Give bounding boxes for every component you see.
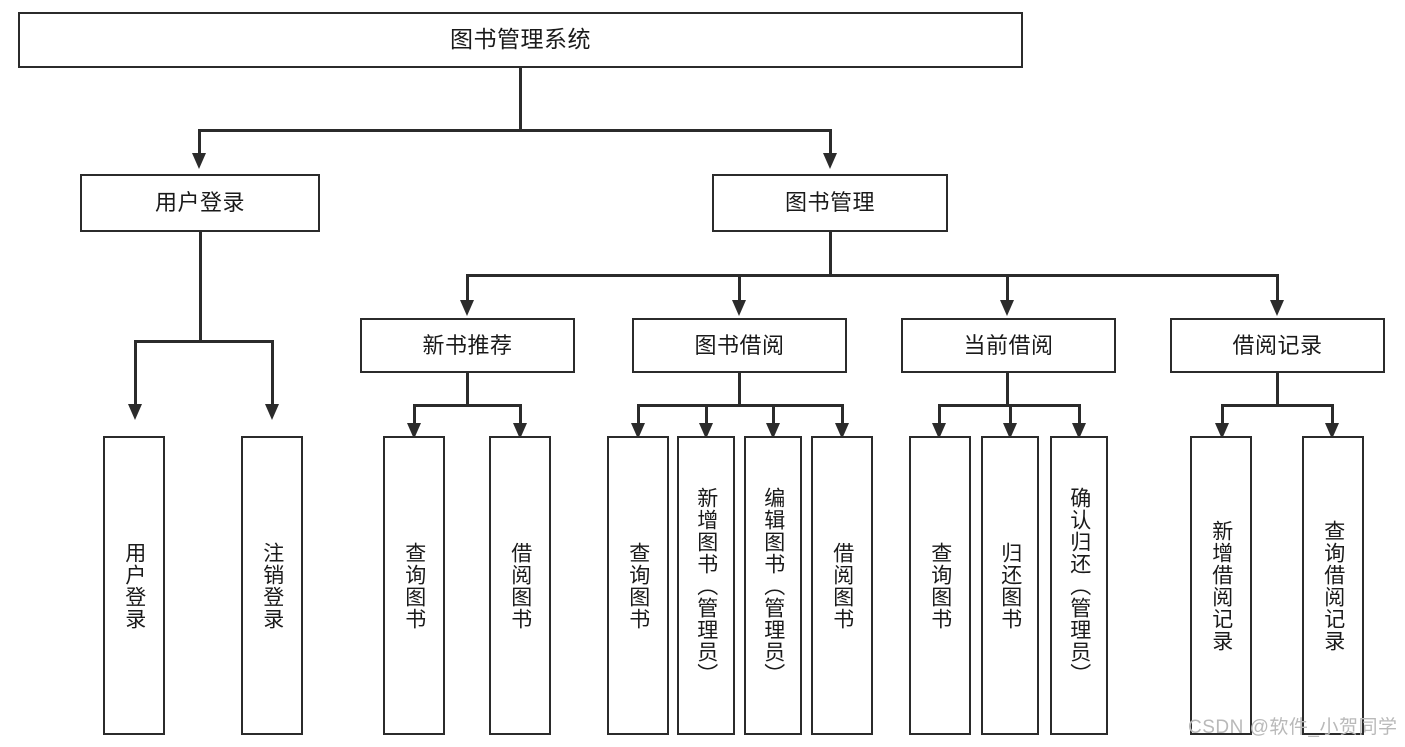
arrowhead-icon bbox=[1215, 423, 1229, 439]
edge-borrow-record-drop-2 bbox=[1331, 404, 1334, 426]
node-label: 归还图书 bbox=[998, 541, 1022, 630]
edge-root-bus bbox=[198, 129, 832, 132]
node-label: 查询图书 bbox=[626, 541, 650, 630]
arrowhead-icon bbox=[699, 423, 713, 439]
leaf-current-return-book[interactable]: 归还图书 bbox=[981, 436, 1039, 735]
edge-to-leaf-logout bbox=[271, 340, 274, 406]
arrowhead-icon bbox=[513, 423, 527, 439]
node-label: 图书借阅 bbox=[694, 332, 785, 358]
node-label: 新增借阅记录 bbox=[1209, 519, 1233, 652]
edge-new-book-drop-2 bbox=[519, 404, 522, 426]
edge-root-stem bbox=[519, 68, 522, 130]
edge-book-mgmt-stem bbox=[829, 232, 832, 276]
node-label: 图书管理 bbox=[784, 190, 875, 216]
edge-book-borrow-drop-4 bbox=[841, 404, 844, 426]
arrowhead-icon bbox=[192, 153, 206, 169]
arrowhead-icon bbox=[460, 300, 474, 316]
arrowhead-icon bbox=[835, 423, 849, 439]
arrowhead-icon bbox=[732, 300, 746, 316]
leaf-borrow-borrow-book[interactable]: 借阅图书 bbox=[811, 436, 873, 735]
leaf-logout[interactable]: 注销登录 bbox=[241, 436, 303, 735]
edge-to-current-borrow bbox=[1006, 274, 1009, 302]
node-label: 确认归还（管理员） bbox=[1067, 486, 1091, 685]
edge-current-borrow-drop-3 bbox=[1078, 404, 1081, 426]
arrowhead-icon bbox=[1000, 300, 1014, 316]
edge-book-borrow-bus bbox=[637, 404, 844, 407]
edge-book-borrow-drop-1 bbox=[637, 404, 640, 426]
node-root-system[interactable]: 图书管理系统 bbox=[18, 12, 1023, 68]
node-label: 注销登录 bbox=[260, 541, 284, 630]
arrowhead-icon bbox=[1072, 423, 1086, 439]
node-current-borrow[interactable]: 当前借阅 bbox=[901, 318, 1116, 373]
node-label: 借阅记录 bbox=[1232, 332, 1323, 358]
edge-user-login-stem bbox=[199, 232, 202, 342]
edge-root-to-book-mgmt bbox=[829, 129, 832, 155]
leaf-current-query-book[interactable]: 查询图书 bbox=[909, 436, 971, 735]
edge-book-borrow-stem bbox=[738, 373, 741, 406]
arrowhead-icon bbox=[932, 423, 946, 439]
node-label: 借阅图书 bbox=[830, 541, 854, 630]
edge-root-to-user-login bbox=[198, 129, 201, 155]
edge-new-book-stem bbox=[466, 373, 469, 406]
arrowhead-icon bbox=[265, 404, 279, 420]
node-borrow-record[interactable]: 借阅记录 bbox=[1170, 318, 1385, 373]
leaf-borrow-edit-book[interactable]: 编辑图书（管理员） bbox=[744, 436, 802, 735]
node-label: 查询借阅记录 bbox=[1321, 519, 1345, 652]
edge-to-borrow-record bbox=[1276, 274, 1279, 302]
leaf-user-login[interactable]: 用户登录 bbox=[103, 436, 165, 735]
node-label: 新增图书（管理员） bbox=[694, 486, 718, 685]
edge-book-mgmt-bus bbox=[466, 274, 1278, 277]
node-label: 查询图书 bbox=[928, 541, 952, 630]
edge-book-borrow-drop-3 bbox=[772, 404, 775, 426]
node-label: 借阅图书 bbox=[508, 541, 532, 630]
arrowhead-icon bbox=[766, 423, 780, 439]
edge-new-book-bus bbox=[413, 404, 521, 407]
node-label: 查询图书 bbox=[402, 541, 426, 630]
node-label: 用户登录 bbox=[154, 190, 245, 216]
node-label: 编辑图书（管理员） bbox=[761, 486, 785, 685]
arrowhead-icon bbox=[1325, 423, 1339, 439]
node-label: 图书管理系统 bbox=[450, 26, 591, 53]
arrowhead-icon bbox=[407, 423, 421, 439]
leaf-new-book-query[interactable]: 查询图书 bbox=[383, 436, 445, 735]
edge-borrow-record-bus bbox=[1221, 404, 1333, 407]
arrowhead-icon bbox=[128, 404, 142, 420]
leaf-borrow-add-book[interactable]: 新增图书（管理员） bbox=[677, 436, 735, 735]
edge-book-borrow-drop-2 bbox=[705, 404, 708, 426]
leaf-current-confirm-return[interactable]: 确认归还（管理员） bbox=[1050, 436, 1108, 735]
arrowhead-icon bbox=[823, 153, 837, 169]
edge-current-borrow-stem bbox=[1006, 373, 1009, 406]
leaf-new-book-borrow[interactable]: 借阅图书 bbox=[489, 436, 551, 735]
arrowhead-icon bbox=[631, 423, 645, 439]
node-book-management[interactable]: 图书管理 bbox=[712, 174, 948, 232]
edge-to-book-borrow bbox=[738, 274, 741, 302]
edge-to-new-book bbox=[466, 274, 469, 302]
edge-borrow-record-stem bbox=[1276, 373, 1279, 406]
arrowhead-icon bbox=[1270, 300, 1284, 316]
node-book-borrow[interactable]: 图书借阅 bbox=[632, 318, 847, 373]
edge-current-borrow-drop-2 bbox=[1009, 404, 1012, 426]
node-label: 当前借阅 bbox=[963, 332, 1054, 358]
node-new-book-recommend[interactable]: 新书推荐 bbox=[360, 318, 575, 373]
edge-current-borrow-drop-1 bbox=[938, 404, 941, 426]
edge-to-leaf-user-login bbox=[134, 340, 137, 406]
node-user-login[interactable]: 用户登录 bbox=[80, 174, 320, 232]
edge-new-book-drop-1 bbox=[413, 404, 416, 426]
arrowhead-icon bbox=[1003, 423, 1017, 439]
leaf-record-add[interactable]: 新增借阅记录 bbox=[1190, 436, 1252, 735]
leaf-borrow-query-book[interactable]: 查询图书 bbox=[607, 436, 669, 735]
watermark-text: CSDN @软件_小贺同学 bbox=[1188, 717, 1398, 738]
leaf-record-query[interactable]: 查询借阅记录 bbox=[1302, 436, 1364, 735]
edge-borrow-record-drop-1 bbox=[1221, 404, 1224, 426]
node-label: 用户登录 bbox=[122, 541, 146, 630]
node-label: 新书推荐 bbox=[422, 332, 513, 358]
edge-user-login-bus bbox=[134, 340, 273, 343]
